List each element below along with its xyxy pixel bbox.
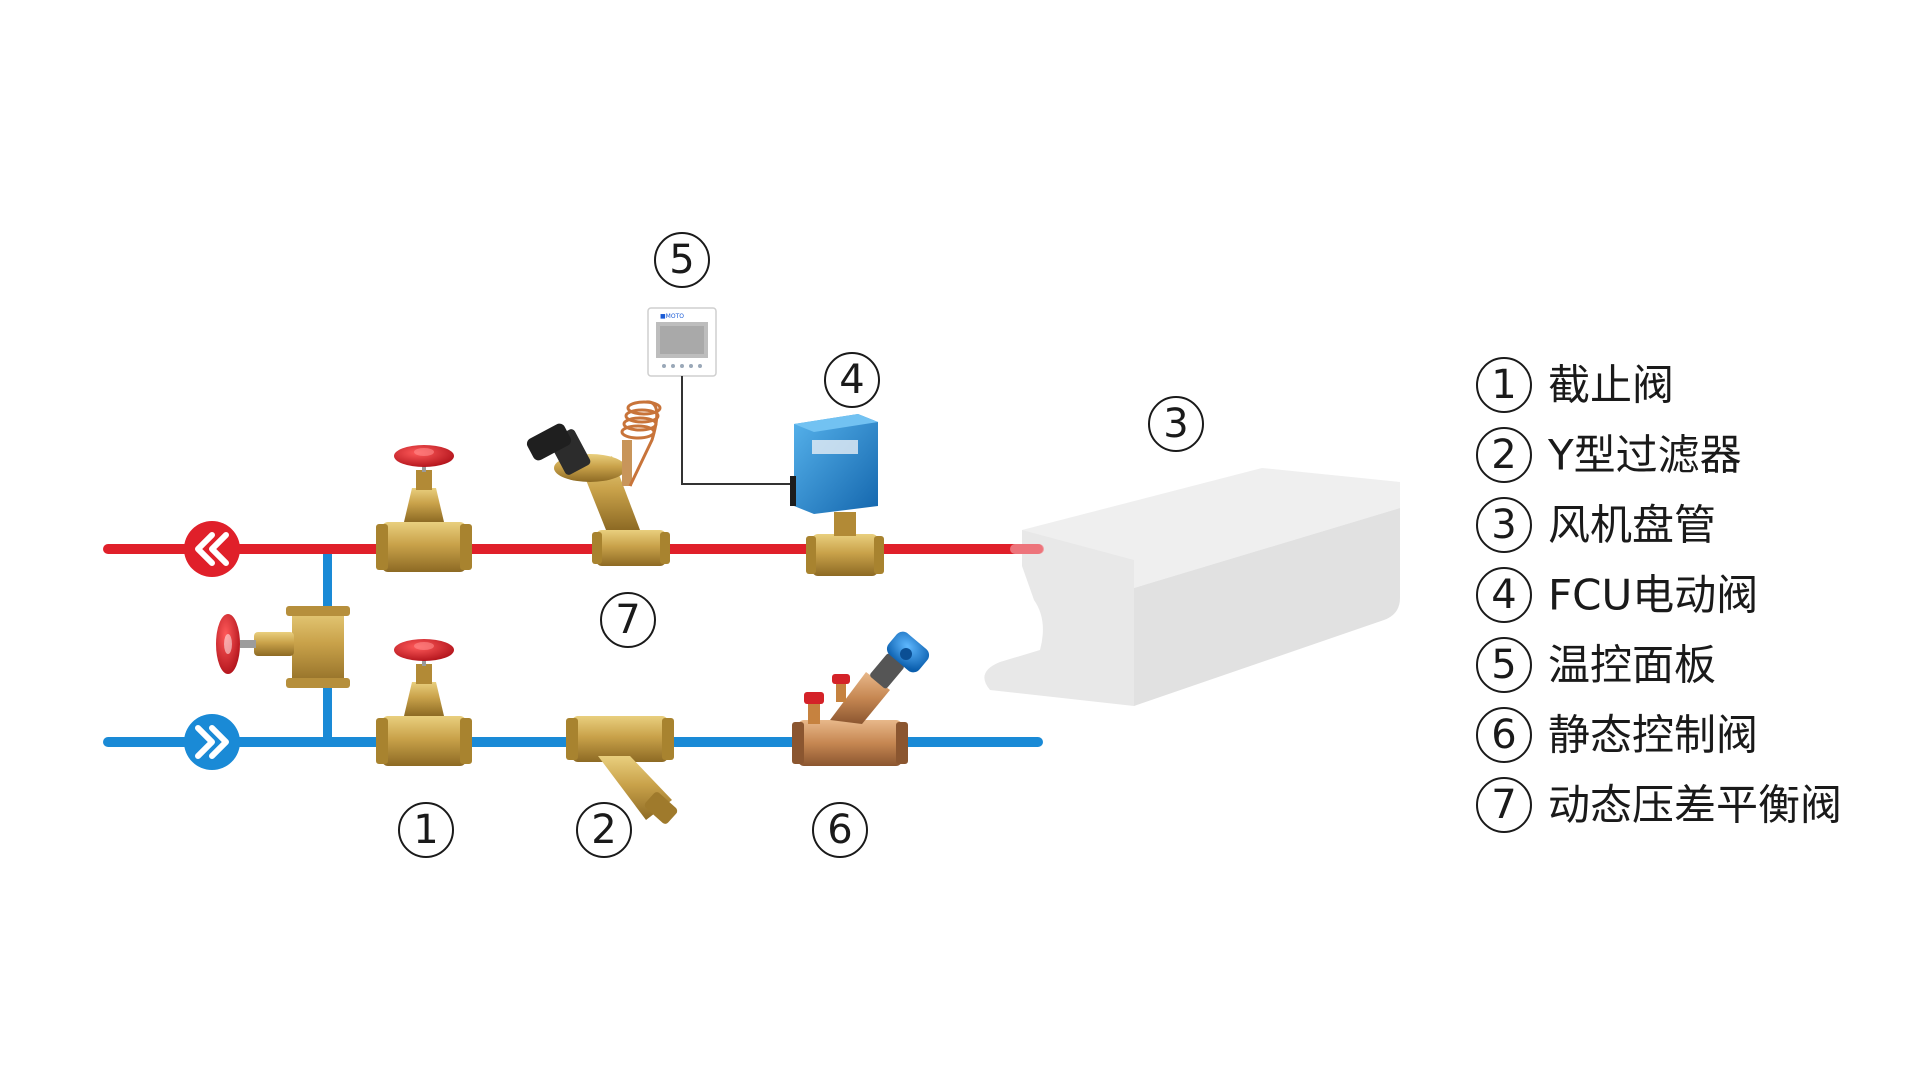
supply-pipe-fade [1010,544,1044,554]
legend-item-label: FCU电动阀 [1548,571,1758,620]
callout-1: 1 [398,802,454,858]
thermostat-panel: ■MOTO [647,307,717,377]
legend-item-label: 风机盘管 [1548,501,1716,550]
fan-coil-unit [984,468,1400,706]
callout-3-number: 3 [1163,401,1188,447]
legend-item: 3 风机盘管 [1476,497,1716,553]
legend-item-number: 5 [1491,642,1516,688]
callout-1-number: 1 [413,807,438,853]
callout-5: 5 [654,232,710,288]
thermostat-buttons [662,364,702,368]
legend-item: 4 FCU电动阀 [1476,567,1758,623]
legend-item-number: 6 [1491,712,1516,758]
static-control-valve [792,631,930,766]
y-strainer [566,716,678,824]
legend-item-label: 截止阀 [1548,361,1674,410]
handwheel-icon [886,631,930,673]
legend-item-number: 7 [1491,782,1516,828]
thermostat-wire [681,376,790,485]
callout-6: 6 [812,802,868,858]
legend-item-number: 3 [1491,502,1516,548]
callout-7-number: 7 [615,597,640,643]
legend: 1 截止阀 2 Y型过滤器 3 风机盘管 4 FCU电动阀 5 温控面板 6 静… [1476,357,1842,833]
legend-item-label: Y型过滤器 [1547,431,1742,480]
legend-item: 6 静态控制阀 [1476,707,1758,763]
pressure-balancing-valve [526,400,670,566]
callout-5-number: 5 [669,237,694,283]
fan-coil-unit-front [984,530,1134,706]
callout-2-number: 2 [591,807,616,853]
handwheel-icon [394,639,454,661]
callout-7: 7 [600,592,656,648]
thermostat-brand: ■MOTO [660,313,684,320]
legend-item-label: 温控面板 [1548,641,1716,690]
double-chevron-left-icon [195,532,229,566]
legend-item: 5 温控面板 [1476,637,1716,693]
supply-pipe [103,544,1043,554]
callout-6-number: 6 [827,807,852,853]
supply-shutoff-valve [376,445,472,572]
double-chevron-right-icon [195,725,229,759]
legend-item-label: 动态压差平衡阀 [1548,781,1842,830]
handwheel-icon [216,614,240,674]
legend-item-number: 2 [1491,432,1516,478]
return-flow-badge [184,714,240,770]
fan-coil-unit-side [1134,508,1400,706]
bypass-valve [216,606,350,688]
legend-item: 7 动态压差平衡阀 [1476,777,1842,833]
supply-flow-badge [184,521,240,577]
callout-4-number: 4 [839,357,864,403]
legend-item-number: 4 [1491,572,1516,618]
return-shutoff-valve [376,639,472,766]
callout-3: 3 [1148,396,1204,452]
legend-item: 2 Y型过滤器 [1476,427,1742,483]
legend-item-number: 1 [1491,362,1516,408]
handwheel-icon [394,445,454,467]
legend-item: 1 截止阀 [1476,357,1674,413]
callout-2: 2 [576,802,632,858]
legend-item-label: 静态控制阀 [1548,711,1758,760]
fcu-electric-valve [790,414,884,576]
callout-4: 4 [824,352,880,408]
